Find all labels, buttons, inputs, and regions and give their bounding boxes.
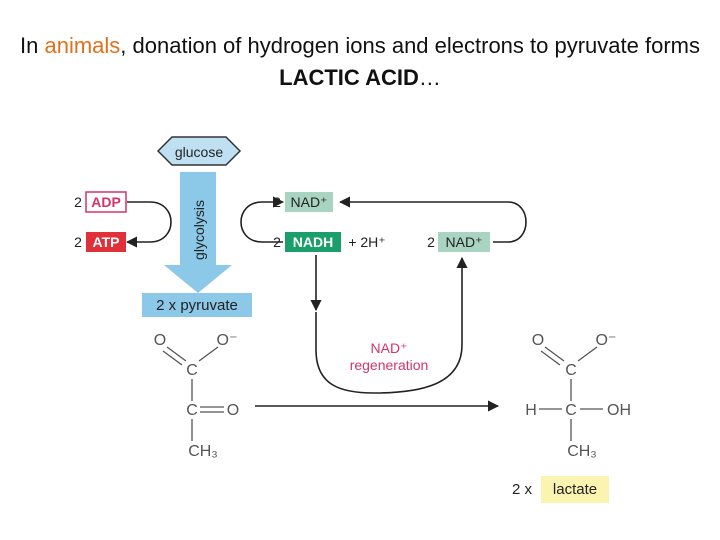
pyruvate-o-minus: O⁻ — [217, 332, 238, 349]
adp-atp-loop — [125, 201, 172, 248]
lactate-c1: C — [565, 362, 577, 379]
adp-label: ADP — [91, 194, 121, 210]
nad-regen-line2: regeneration — [350, 357, 429, 373]
nad-top-label: NAD⁺ — [291, 194, 328, 210]
nad-right-count: 2 — [427, 234, 435, 250]
pyruvate-bonds — [162, 346, 224, 441]
nad-top-count: 2 — [273, 194, 281, 210]
nad-right-label: NAD⁺ — [446, 234, 483, 250]
atp-label: ATP — [93, 234, 120, 250]
glucose-hexagon — [156, 136, 242, 166]
lactate-c2: C — [565, 402, 577, 419]
nadh-count: 2 — [273, 234, 281, 250]
pyruvate-o-ketone: O — [227, 402, 239, 419]
glucose-label: glucose — [175, 144, 223, 160]
adp-count: 2 — [74, 194, 82, 210]
lactate-box — [541, 476, 609, 503]
title-part2: , donation of hydrogen ions and electron… — [120, 33, 700, 58]
lactate-count: 2 x — [512, 481, 533, 498]
nadh-box — [285, 232, 341, 252]
nad-regen-line1: NAD⁺ — [371, 340, 408, 356]
lactate-o-minus: O⁻ — [596, 332, 617, 349]
title-part1: In — [20, 33, 45, 58]
nad-right-box — [438, 232, 490, 252]
glycolysis-label: glycolysis — [191, 200, 207, 260]
adp-box — [85, 191, 127, 213]
plus-h-label: + 2H⁺ — [348, 234, 385, 250]
lactate-label: lactate — [553, 481, 597, 498]
atp-box — [86, 232, 126, 252]
lactate-bonds — [539, 346, 603, 441]
pyruvate-o-left: O — [154, 332, 166, 349]
nad-top-box — [285, 192, 333, 212]
title-highlight: animals — [44, 33, 121, 58]
lactate-oh: OH — [607, 402, 631, 419]
pyruvate-box-label: 2 x pyruvate — [156, 297, 238, 314]
atp-count: 2 — [74, 234, 82, 250]
lactate-h: H — [525, 402, 537, 419]
slide-title: In animals, donation of hydrogen ions an… — [0, 30, 720, 94]
pyruvate-c1: C — [186, 362, 198, 379]
pyruvate-ch3: CH₃ — [188, 443, 218, 460]
title-bold: LACTIC ACID — [279, 65, 419, 90]
pyruvate-structure: O O⁻ C C O CH₃ — [154, 332, 239, 460]
nad-return-loop — [338, 196, 527, 243]
regeneration-curve — [315, 256, 468, 394]
glycolysis-arrow — [164, 172, 232, 293]
pyruvate-box — [142, 293, 252, 317]
pyruvate-c2: C — [186, 402, 198, 419]
lactate-ch3: CH₃ — [567, 443, 597, 460]
lactate-o-left: O — [532, 332, 544, 349]
nadh-label: NADH — [293, 234, 333, 250]
nad-nadh-loop — [240, 196, 285, 243]
title-part3: … — [418, 65, 441, 90]
lactate-structure: O O⁻ C H C OH CH₃ — [525, 332, 631, 460]
